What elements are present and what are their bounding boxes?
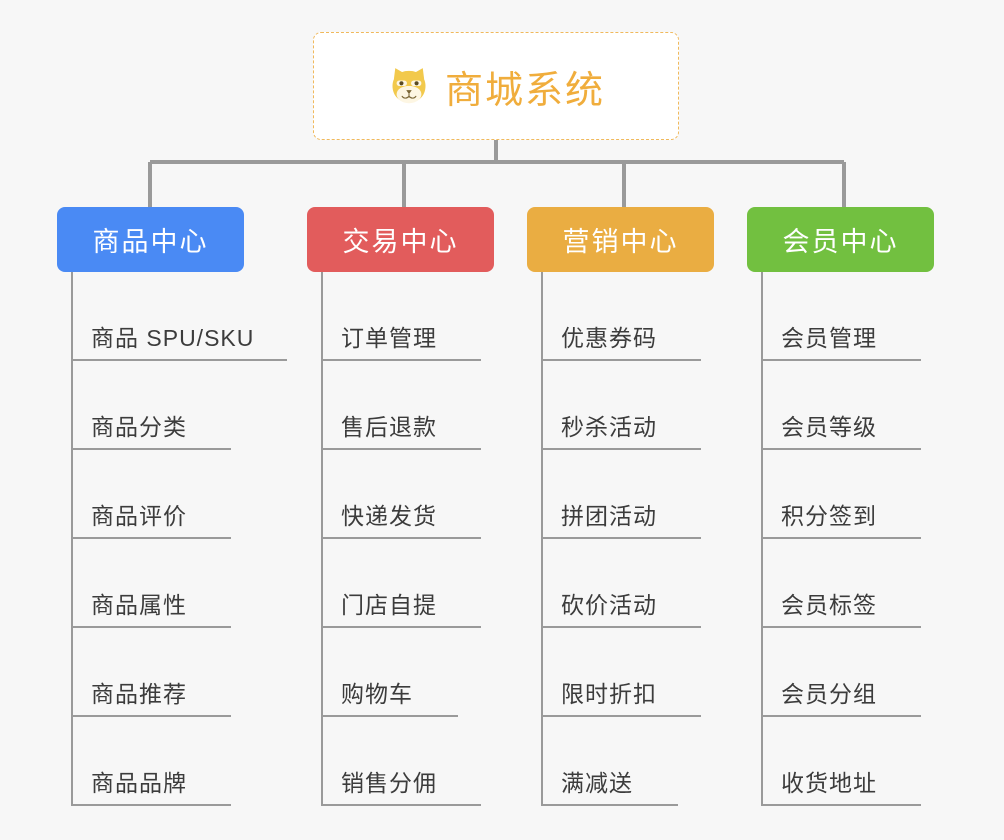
leaf-underline [321, 804, 481, 806]
list-item-label: 商品推荐 [91, 681, 187, 707]
list-item-label: 限时折扣 [561, 681, 657, 707]
leaf-underline [321, 626, 481, 628]
list-item[interactable]: 门店自提 [307, 539, 507, 628]
list-item-label: 商品品牌 [91, 770, 187, 796]
list-item-label: 销售分佣 [341, 770, 437, 796]
branch-member-center: 会员中心 会员管理 会员等级 积分签到 会员标签 会员分组 [747, 207, 947, 806]
list-item[interactable]: 商品属性 [57, 539, 287, 628]
list-item-label: 会员等级 [781, 414, 877, 440]
dog-face-icon [387, 64, 431, 108]
list-item-label: 收货地址 [781, 770, 877, 796]
leaf-underline [71, 448, 231, 450]
list-item[interactable]: 商品品牌 [57, 717, 287, 806]
list-item-label: 售后退款 [341, 414, 437, 440]
root-title: 商城系统 [444, 69, 605, 112]
list-item-label: 砍价活动 [561, 592, 657, 618]
leaf-underline [321, 359, 481, 361]
list-item-label: 快递发货 [341, 503, 437, 529]
list-item[interactable]: 会员等级 [747, 361, 947, 450]
branch-marketing-center: 营销中心 优惠券码 秒杀活动 拼团活动 砍价活动 限时折扣 [527, 207, 727, 806]
list-item-label: 商品评价 [91, 503, 187, 529]
branch-items-trade-center: 订单管理 售后退款 快递发货 门店自提 购物车 销售分佣 [307, 272, 507, 806]
branch-items-member-center: 会员管理 会员等级 积分签到 会员标签 会员分组 收货地址 [747, 272, 947, 806]
branch-items-marketing-center: 优惠券码 秒杀活动 拼团活动 砍价活动 限时折扣 满减送 [527, 272, 727, 806]
root-node[interactable]: 商城系统 [313, 32, 679, 140]
list-item[interactable]: 砍价活动 [527, 539, 727, 628]
list-item[interactable]: 会员管理 [747, 272, 947, 361]
list-item-label: 订单管理 [341, 325, 437, 351]
list-item[interactable]: 会员标签 [747, 539, 947, 628]
leaf-underline [761, 448, 921, 450]
list-item-label: 商品 SPU/SKU [91, 325, 255, 351]
list-item[interactable]: 优惠券码 [527, 272, 727, 361]
branch-label: 营销中心 [562, 227, 679, 257]
leaf-underline [761, 804, 921, 806]
list-item[interactable]: 快递发货 [307, 450, 507, 539]
branch-header-member-center[interactable]: 会员中心 [747, 207, 934, 272]
leaf-underline [761, 715, 921, 717]
leaf-underline [71, 537, 231, 539]
branch-label: 商品中心 [92, 227, 209, 257]
branch-header-product-center[interactable]: 商品中心 [57, 207, 244, 272]
leaf-underline [321, 715, 458, 717]
list-item[interactable]: 购物车 [307, 628, 507, 717]
leaf-underline [541, 448, 701, 450]
list-item[interactable]: 拼团活动 [527, 450, 727, 539]
leaf-underline [71, 626, 231, 628]
list-item[interactable]: 收货地址 [747, 717, 947, 806]
list-item-label: 优惠券码 [561, 325, 657, 351]
list-item-label: 商品属性 [91, 592, 187, 618]
branch-items-product-center: 商品 SPU/SKU 商品分类 商品评价 商品属性 商品推荐 商品品牌 [57, 272, 287, 806]
trunk-line [71, 272, 73, 806]
list-item-label: 拼团活动 [561, 503, 657, 529]
list-item-label: 满减送 [561, 770, 633, 796]
leaf-underline [71, 359, 287, 361]
list-item-label: 积分签到 [781, 503, 877, 529]
trunk-line [321, 272, 323, 806]
list-item[interactable]: 秒杀活动 [527, 361, 727, 450]
list-item-label: 秒杀活动 [561, 414, 657, 440]
leaf-underline [541, 804, 678, 806]
branch-product-center: 商品中心 商品 SPU/SKU 商品分类 商品评价 商品属性 商品推荐 [57, 207, 287, 806]
list-item-label: 购物车 [341, 681, 413, 707]
leaf-underline [71, 715, 231, 717]
leaf-underline [541, 537, 701, 539]
list-item[interactable]: 销售分佣 [307, 717, 507, 806]
leaf-underline [321, 537, 481, 539]
branch-trade-center: 交易中心 订单管理 售后退款 快递发货 门店自提 购物车 [307, 207, 507, 806]
trunk-line [541, 272, 543, 806]
trunk-line [761, 272, 763, 806]
list-item-label: 会员分组 [781, 681, 877, 707]
list-item[interactable]: 满减送 [527, 717, 727, 806]
list-item-label: 门店自提 [341, 592, 437, 618]
list-item[interactable]: 限时折扣 [527, 628, 727, 717]
list-item[interactable]: 商品 SPU/SKU [57, 272, 287, 361]
branch-label: 会员中心 [782, 227, 899, 257]
list-item-label: 会员标签 [781, 592, 877, 618]
list-item[interactable]: 积分签到 [747, 450, 947, 539]
list-item[interactable]: 商品推荐 [57, 628, 287, 717]
list-item[interactable]: 售后退款 [307, 361, 507, 450]
branch-label: 交易中心 [342, 227, 459, 257]
list-item-label: 会员管理 [781, 325, 877, 351]
leaf-underline [761, 626, 921, 628]
leaf-underline [761, 359, 921, 361]
leaf-underline [761, 537, 921, 539]
list-item[interactable]: 会员分组 [747, 628, 947, 717]
leaf-underline [541, 359, 701, 361]
leaf-underline [71, 804, 231, 806]
leaf-underline [321, 448, 481, 450]
list-item-label: 商品分类 [91, 414, 187, 440]
branch-header-marketing-center[interactable]: 营销中心 [527, 207, 714, 272]
list-item[interactable]: 商品评价 [57, 450, 287, 539]
list-item[interactable]: 订单管理 [307, 272, 507, 361]
branch-header-trade-center[interactable]: 交易中心 [307, 207, 494, 272]
leaf-underline [541, 715, 701, 717]
leaf-underline [541, 626, 701, 628]
list-item[interactable]: 商品分类 [57, 361, 287, 450]
